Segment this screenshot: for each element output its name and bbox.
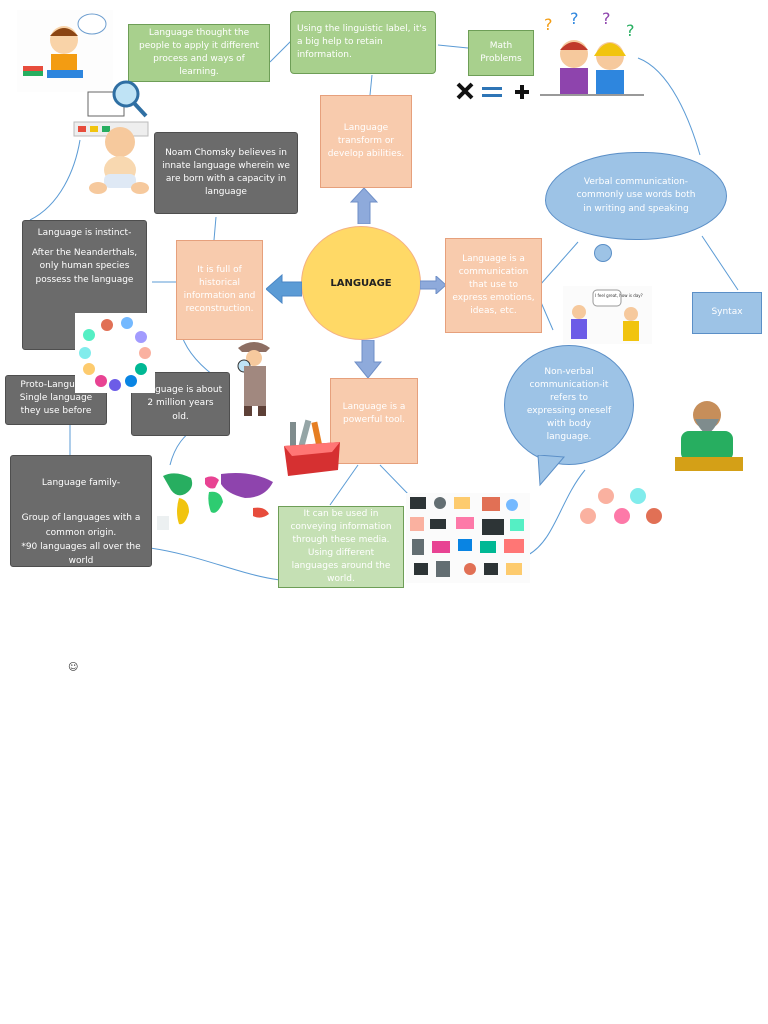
node-linguistic-label: Using the linguistic label, it's a big h… bbox=[290, 11, 436, 74]
node-instinct-body: After the Neanderthals, only human speci… bbox=[31, 247, 138, 285]
node-historical-text: It is full of historical information and… bbox=[183, 264, 256, 315]
arrow-up bbox=[350, 188, 378, 224]
arrow-down bbox=[354, 340, 382, 378]
sign-language-icon bbox=[578, 486, 668, 528]
node-family-body: Group of languages with a common origin.… bbox=[21, 513, 141, 567]
confused-people-icon: ? ? ? ? bbox=[540, 6, 644, 98]
book-magnifier-icon bbox=[68, 70, 152, 142]
world-map-icon bbox=[155, 468, 279, 532]
conversation-icon: I feel great, how is day? bbox=[563, 286, 652, 344]
old-man-icon bbox=[667, 395, 755, 477]
node-historical: It is full of historical information and… bbox=[176, 240, 263, 340]
baby-icon bbox=[86, 124, 152, 198]
node-math-problems-text: Math Problems bbox=[480, 40, 522, 64]
node-age-text: Language is about 2 million years old. bbox=[138, 385, 223, 422]
cloud-tail-dot bbox=[594, 244, 612, 262]
node-tool: Language is a powerful tool. bbox=[330, 378, 418, 464]
node-tool-text: Language is a powerful tool. bbox=[342, 402, 406, 426]
connector-lines bbox=[29, 39, 739, 581]
node-chomsky-text: Noam Chomsky believes in innate language… bbox=[162, 147, 290, 198]
svg-text:?: ? bbox=[602, 9, 611, 28]
detective-icon bbox=[232, 336, 276, 418]
language-bubbles-icon bbox=[75, 313, 155, 393]
svg-text:?: ? bbox=[544, 15, 553, 34]
smiley-mark: ☺ bbox=[68, 662, 79, 673]
arrow-left bbox=[266, 274, 302, 304]
node-communication: Language is a communication that use to … bbox=[445, 238, 542, 333]
node-communication-text: Language is a communication that use to … bbox=[452, 253, 535, 317]
node-linguistic-label-text: Using the linguistic label, it's a big h… bbox=[297, 23, 427, 61]
central-label: LANGUAGE bbox=[330, 277, 392, 289]
node-nonverbal-bubble: Non-verbal communication-it refers to ex… bbox=[504, 345, 634, 465]
node-instinct-title: Language is instinct- bbox=[37, 228, 132, 238]
node-math-problems: Math Problems bbox=[468, 30, 534, 76]
arrow-right bbox=[420, 276, 446, 294]
node-family-title: Language family- bbox=[41, 478, 121, 489]
node-learning-process-text: Language thought the people to apply it … bbox=[138, 27, 259, 78]
node-media-text: It can be used in conveying information … bbox=[290, 508, 392, 585]
node-nonverbal-text: Non-verbal communication-it refers to ex… bbox=[526, 366, 612, 443]
node-syntax: Syntax bbox=[692, 292, 762, 334]
bubble-tail bbox=[537, 455, 566, 487]
toolbox-icon bbox=[280, 418, 344, 480]
node-verbal-cloud: Verbal communication- commonly use words… bbox=[545, 152, 727, 240]
node-proto-body: Single language they use before bbox=[19, 393, 93, 417]
svg-text:?: ? bbox=[626, 21, 635, 40]
math-symbols-icon bbox=[456, 82, 534, 102]
node-syntax-text: Syntax bbox=[711, 307, 743, 318]
node-learning-process: Language thought the people to apply it … bbox=[128, 24, 270, 82]
svg-text:?: ? bbox=[570, 9, 579, 28]
node-chomsky: Noam Chomsky believes in innate language… bbox=[154, 132, 298, 214]
central-node: LANGUAGE bbox=[301, 226, 421, 340]
node-verbal-text: Verbal communication- commonly use words… bbox=[576, 177, 696, 214]
media-devices-icon bbox=[406, 493, 530, 583]
node-transform: Language transform or develop abilities. bbox=[320, 95, 412, 188]
node-language-family: Language family- Group of languages with… bbox=[10, 455, 152, 567]
speech-bubble-text: I feel great, how is day? bbox=[595, 293, 643, 298]
node-transform-text: Language transform or develop abilities. bbox=[327, 122, 405, 160]
node-media: It can be used in conveying information … bbox=[278, 506, 404, 588]
student-reading-icon bbox=[17, 10, 113, 92]
node-proto-title: Proto-Language bbox=[20, 380, 92, 390]
